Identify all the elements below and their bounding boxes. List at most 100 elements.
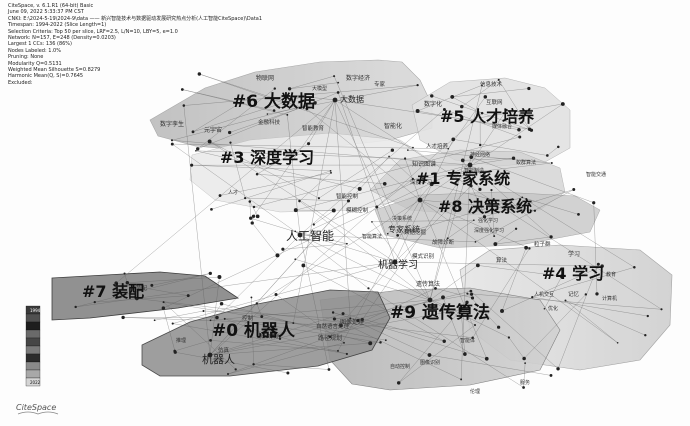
keyword-node	[392, 259, 398, 265]
keyword-node	[170, 142, 174, 146]
keyword-label: 算法	[496, 256, 508, 264]
keyword-node	[247, 96, 250, 100]
keyword-node	[329, 169, 332, 172]
link-line	[544, 276, 562, 309]
keyword-node	[286, 371, 290, 375]
keyword-node	[345, 352, 348, 356]
link-line	[334, 99, 398, 236]
keyword-node	[484, 356, 489, 361]
keyword-label: 故障诊断	[432, 238, 455, 246]
keyword-node	[248, 200, 252, 203]
keyword-node	[430, 94, 434, 98]
keyword-node	[249, 216, 253, 220]
keyword-label: 智能教育	[302, 124, 325, 132]
link-line	[524, 294, 586, 359]
keyword-node	[660, 308, 663, 311]
keyword-node	[559, 274, 564, 279]
link-line	[299, 177, 424, 236]
keyword-node	[521, 196, 524, 199]
keyword-node	[332, 97, 338, 103]
link-line	[163, 302, 236, 370]
keyword-node	[469, 292, 474, 296]
keyword-node	[465, 300, 469, 304]
keyword-node	[460, 158, 465, 163]
keyword-node	[339, 323, 343, 328]
keyword-node	[384, 339, 387, 342]
keyword-node	[442, 107, 446, 111]
keyword-node	[229, 141, 232, 144]
link-line	[422, 162, 552, 179]
keyword-node	[543, 307, 546, 310]
link-line	[334, 318, 462, 380]
link-line	[172, 143, 301, 236]
link-line	[209, 313, 344, 356]
keyword-node	[255, 214, 260, 219]
keyword-node	[469, 289, 473, 293]
keyword-node	[333, 75, 336, 78]
link-line	[182, 89, 288, 116]
keyword-node	[404, 157, 407, 160]
legend-swatch	[25, 321, 41, 331]
legend-swatch	[25, 353, 41, 363]
link-line	[313, 210, 334, 225]
link-line	[452, 88, 529, 98]
legend-swatch	[25, 369, 41, 379]
keyword-node	[207, 139, 212, 144]
keyword-node	[524, 362, 527, 364]
link-line	[256, 303, 262, 317]
keyword-node	[511, 156, 516, 160]
link-line	[209, 277, 220, 356]
keyword-label: 人机交互	[534, 291, 554, 298]
keyword-node	[228, 130, 232, 135]
link-line	[419, 103, 563, 201]
keyword-label: 自然语言处理	[316, 322, 350, 330]
keyword-node	[286, 113, 289, 116]
link-line	[197, 88, 275, 149]
info-line: Weighted Mean Silhouette S=0.8279	[8, 66, 101, 73]
link-line	[557, 264, 599, 369]
keyword-node	[481, 84, 483, 87]
link-line	[593, 202, 598, 294]
link-line	[388, 156, 413, 180]
keyword-node	[272, 109, 276, 112]
link-line	[565, 300, 618, 343]
cluster-hull-7	[51, 271, 240, 321]
keyword-label: 智能制造	[464, 167, 484, 174]
keyword-node	[346, 199, 351, 203]
keyword-node	[337, 349, 339, 352]
link-line	[282, 243, 347, 250]
link-line	[229, 102, 316, 133]
info-line: Modularity Q=0.5131	[8, 60, 62, 67]
keyword-node	[328, 335, 332, 339]
keyword-node	[407, 149, 409, 151]
keyword-node	[447, 147, 450, 150]
keyword-node	[459, 308, 463, 312]
keyword-node	[349, 317, 352, 320]
link-line	[469, 158, 514, 166]
keyword-label: 粒子群	[534, 240, 551, 248]
keyword-node	[171, 322, 174, 325]
link-line	[419, 199, 618, 343]
keyword-node	[473, 219, 475, 222]
keyword-node	[313, 101, 317, 105]
keyword-label: 遗传算法	[416, 280, 440, 288]
link-line	[230, 142, 246, 199]
link-line	[272, 335, 347, 355]
link-line	[444, 109, 520, 138]
link-line	[192, 96, 304, 132]
keyword-node	[273, 87, 276, 90]
keyword-label-big: 机器学习	[378, 258, 418, 271]
keyword-label: 伦理	[470, 388, 480, 395]
keyword-node	[527, 86, 531, 91]
link-line	[429, 265, 478, 301]
link-line	[75, 273, 211, 308]
keyword-node	[415, 109, 420, 113]
link-line	[209, 342, 381, 356]
keyword-node	[219, 301, 224, 306]
keyword-node	[312, 223, 315, 226]
link-line	[462, 158, 514, 161]
link-line	[337, 199, 421, 351]
keyword-node	[196, 147, 200, 151]
